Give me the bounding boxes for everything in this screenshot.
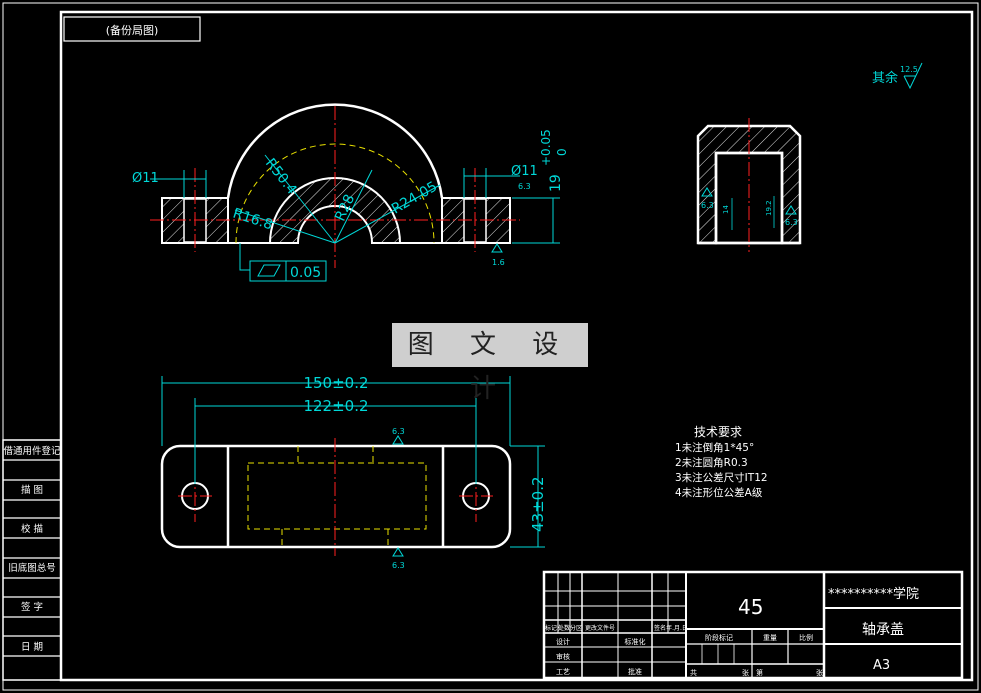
tb-role: 设计 — [556, 637, 570, 646]
top-rough-bottom: 6.3 — [392, 561, 405, 570]
tech-req-title: 技术要求 — [694, 425, 742, 439]
tb-role: 批准 — [628, 667, 642, 676]
tb-sheet-size: A3 — [873, 658, 890, 673]
strip-label: 日 期 — [21, 642, 43, 653]
front-rough-top: 6.3 — [518, 182, 531, 191]
strip-label: 签 字 — [21, 601, 43, 613]
dim-r-outer: R50.4 — [262, 156, 300, 198]
strip-label: 描 图 — [21, 484, 43, 496]
dim-width: 43±0.2 — [529, 476, 547, 532]
tb-col-header: 分区 — [570, 624, 582, 632]
tb-school: **********学院 — [828, 586, 919, 602]
inner-frame — [59, 10, 974, 682]
tb-role: 工艺 — [556, 668, 570, 676]
hatched-ring — [268, 177, 402, 244]
dim-dia-right: Ø11 — [511, 164, 538, 179]
tb-bottom-label: 张 — [816, 668, 823, 677]
roughness-rest-value: 12.5 — [900, 65, 918, 74]
dim-overall-length: 150±0.2 — [303, 374, 368, 392]
tb-col-header: 标记 — [545, 624, 557, 632]
dim-height: 19 — [548, 174, 564, 192]
tb-material: 45 — [738, 595, 763, 619]
tb-bottom-label: 共 — [690, 668, 697, 677]
view-label: (备份局图) — [106, 23, 159, 37]
top-rough-top: 6.3 — [392, 427, 405, 436]
dim-r-mid: R24.05 — [389, 179, 440, 218]
flatness-frame — [249, 260, 327, 282]
tb-col-header: 处数 — [558, 624, 570, 632]
tb-col-header: 年.月.日 — [666, 624, 688, 632]
dim-height-tol-lower: 0 — [555, 148, 569, 156]
tech-req-item: 1未注倒角1*45° — [675, 441, 754, 454]
strip-label: 旧底图总号 — [8, 562, 56, 574]
front-rough-bottom: 1.6 — [492, 258, 505, 267]
top-hidden-pocket — [247, 462, 427, 530]
tb-stage-header: 重量 — [763, 634, 777, 642]
watermark-banner: 图 文 设 计 — [392, 323, 588, 404]
tb-bottom-label: 第 — [756, 668, 763, 677]
flatness-value: 0.05 — [290, 265, 321, 281]
top-view: 150±0.2 122±0.2 43±0.2 6.3 6.3 — [160, 374, 547, 570]
top-outline — [160, 444, 512, 549]
dim-dia-left: Ø11 — [132, 171, 159, 186]
tb-stage-header: 比例 — [799, 633, 813, 642]
tb-bottom-label: 张 — [742, 668, 749, 677]
side-rough-left: 6.3 — [701, 201, 714, 210]
tb-part-name: 轴承盖 — [862, 622, 904, 638]
side-dim-right: 19.2 — [765, 200, 773, 216]
front-view: Ø11 Ø11 19 +0.05 0 R50.4 R28 R24.05 R16.… — [132, 103, 569, 282]
hidden-arc — [235, 143, 435, 244]
strip-label: 校 描 — [21, 523, 44, 535]
roughness-rest-prefix: 其余 — [872, 70, 898, 86]
tech-req-item: 2未注圆角R0.3 — [675, 456, 748, 469]
view-label-box — [63, 16, 201, 42]
tech-requirements: 技术要求 1未注倒角1*45° 2未注圆角R0.3 3未注公差尺寸IT12 4未… — [675, 425, 768, 499]
tb-col-header: 更改文件号 — [585, 624, 615, 632]
tb-role: 标准化 — [625, 637, 646, 646]
side-rough-right: 6.3 — [785, 218, 798, 227]
side-view: 6.3 6.3 14 19.2 — [696, 118, 802, 252]
dim-height-tol-upper: +0.05 — [539, 129, 553, 166]
strip-label: 借通用件登记 — [3, 445, 61, 457]
title-block: 标记 处数 分区 更改文件号 签名 年.月.日 设计 标准化 审核 工艺 批准 … — [542, 570, 964, 680]
left-strip: 借通用件登记 描 图 校 描 旧底图总号 签 字 日 期 — [2, 439, 62, 681]
side-dim-left: 14 — [722, 205, 730, 214]
dim-hole-spacing: 122±0.2 — [303, 397, 368, 415]
outer-arch — [226, 103, 444, 199]
tech-req-item: 3未注公差尺寸IT12 — [675, 471, 768, 484]
tech-req-item: 4未注形位公差A级 — [675, 486, 763, 499]
tb-stage-header: 阶段标记 — [705, 633, 733, 642]
tb-role: 审核 — [556, 652, 570, 661]
tb-col-header: 签名 — [654, 624, 666, 632]
roughness-rest-symbol: 其余 12.5 — [872, 62, 923, 90]
